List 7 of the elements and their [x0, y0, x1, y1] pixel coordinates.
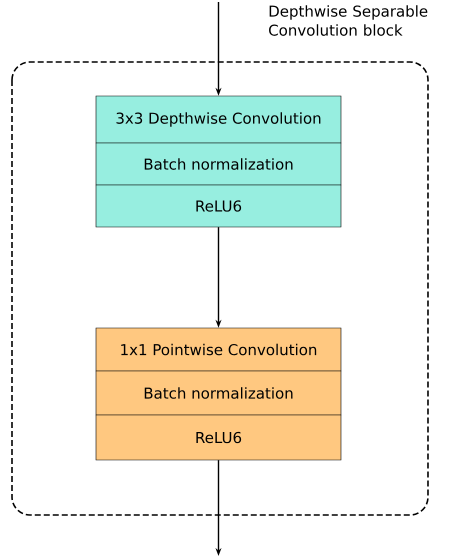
layer-cell: Batch normalization — [96, 142, 342, 186]
layer-cell: ReLU6 — [96, 414, 342, 460]
layer-cell: 1x1 Pointwise Convolution — [96, 328, 342, 372]
group-title: Depthwise Separable Convolution block — [269, 5, 428, 36]
layer-cell: ReLU6 — [96, 184, 342, 228]
layer-cell: Batch normalization — [96, 370, 342, 416]
layer-cell: 3x3 Depthwise Convolution — [96, 96, 342, 144]
